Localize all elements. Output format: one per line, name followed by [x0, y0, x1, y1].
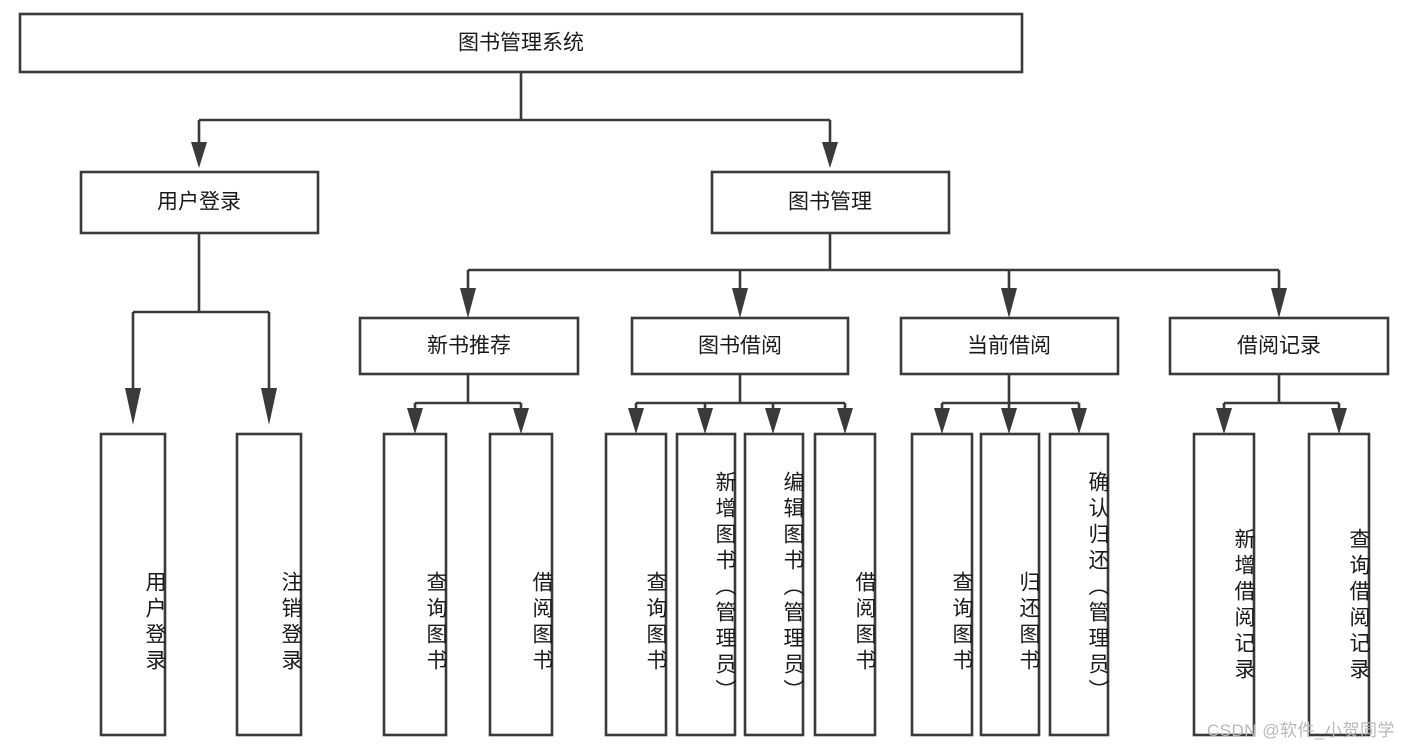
leaf-cb-return-book[interactable] [979, 432, 1041, 737]
leaf-br-query-record[interactable] [1307, 432, 1371, 737]
arrowhead-borrow-record [1271, 288, 1287, 318]
arrowhead-cb-confirm-return [1071, 408, 1087, 434]
arrowhead-cb-return-book [1001, 408, 1017, 434]
leaf-bb-edit-book[interactable] [743, 432, 805, 737]
arrowhead-br-query-record [1331, 408, 1347, 434]
arrowhead-nb-query-book [407, 408, 423, 434]
arrowhead-book-borrow [732, 288, 748, 318]
leaf-user-login[interactable] [99, 432, 167, 737]
leaf-nb-query-book[interactable] [382, 432, 448, 737]
node-root[interactable] [18, 12, 1024, 74]
node-borrow-record[interactable] [1168, 316, 1390, 376]
arrowhead-bb-query-book [628, 408, 644, 434]
node-book-management-label: 图书管理 [788, 191, 872, 214]
arrowhead-book-mgmt [822, 142, 838, 168]
label-layer: 图书管理系统 用户登录 图书管理 新书推荐 图书借阅 当前借阅 借阅记录 [157, 32, 1321, 358]
box-layer [18, 12, 1390, 737]
node-book-management[interactable] [710, 170, 951, 235]
leaf-cb-query-book[interactable] [910, 432, 974, 737]
node-user-login[interactable] [79, 170, 320, 235]
arrowhead-leaf-user-login [125, 388, 141, 425]
node-new-book-recommend[interactable] [358, 316, 580, 376]
node-borrow-record-label: 借阅记录 [1237, 335, 1321, 358]
connector-layer [125, 72, 1347, 434]
leaf-bb-add-book[interactable] [675, 432, 737, 737]
leaf-bb-query-book[interactable] [604, 432, 668, 737]
arrowhead-new-book [460, 288, 476, 318]
leaf-nb-borrow-book[interactable] [488, 432, 554, 737]
arrowhead-bb-borrow-book [837, 408, 853, 434]
leaf-logout[interactable] [235, 432, 303, 737]
leaf-cb-confirm-return[interactable] [1048, 432, 1110, 737]
node-book-borrow[interactable] [630, 316, 850, 376]
node-new-book-recommend-label: 新书推荐 [427, 335, 511, 358]
node-current-borrow-label: 当前借阅 [967, 335, 1051, 358]
arrowhead-leaf-logout [261, 388, 277, 425]
arrowhead-nb-borrow-book [513, 408, 529, 434]
arrowhead-cb-query-book [934, 408, 950, 434]
arrowhead-bb-add-book [697, 408, 713, 434]
arrowhead-user-login [191, 142, 207, 168]
watermark: CSDN @软件_小贺同学 [1206, 721, 1395, 740]
arrowhead-bb-edit-book [765, 408, 781, 434]
node-current-borrow[interactable] [899, 316, 1120, 376]
leaf-br-add-record[interactable] [1192, 432, 1256, 737]
node-book-borrow-label: 图书借阅 [698, 335, 782, 358]
leaf-bb-borrow-book[interactable] [813, 432, 877, 737]
node-user-login-label: 用户登录 [157, 191, 241, 214]
arrowhead-br-add-record [1216, 408, 1232, 434]
node-root-label: 图书管理系统 [458, 32, 584, 55]
arrowhead-current-borrow [1001, 288, 1017, 318]
